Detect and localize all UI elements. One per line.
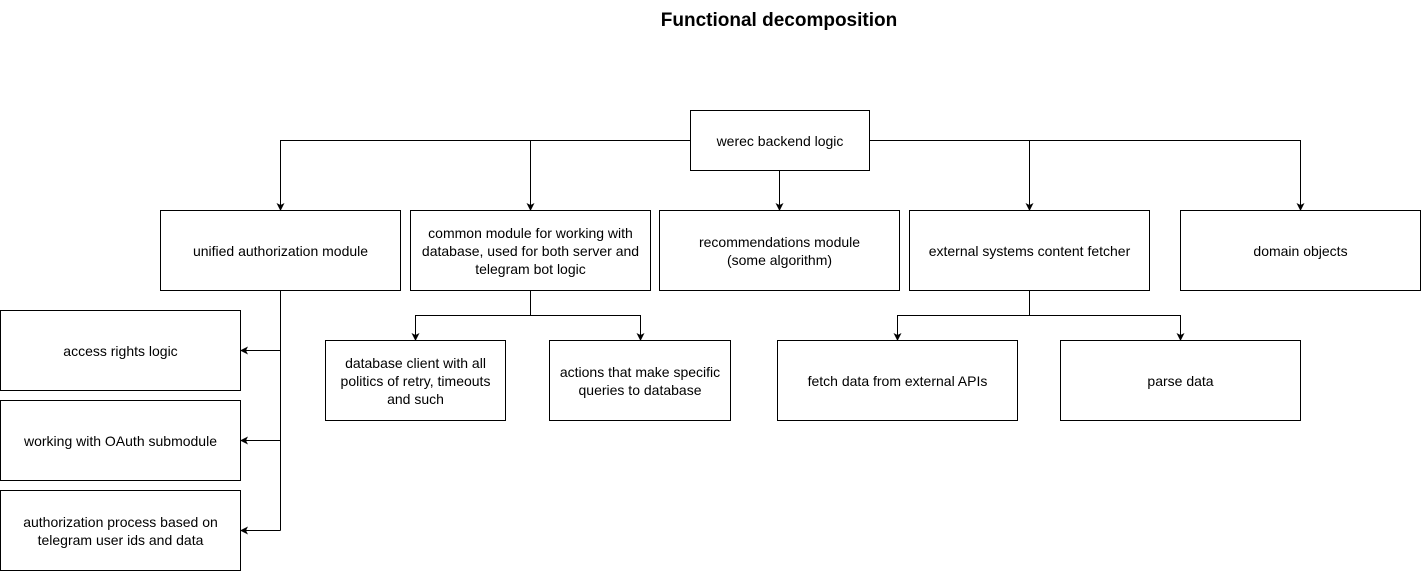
edge-root-to-auth bbox=[276, 140, 690, 211]
edge-root-to-domain bbox=[869, 140, 1305, 211]
submodule-label: working with OAuth submodule bbox=[24, 432, 217, 449]
module-label: domain objects bbox=[1253, 242, 1348, 259]
diagram-title: Functional decomposition bbox=[660, 10, 898, 31]
submodule-node-oauth: working with OAuth submodule bbox=[0, 400, 241, 481]
submodule-label: database client with all politics of ret… bbox=[340, 354, 491, 407]
module-node-db: common module for working with database,… bbox=[410, 210, 651, 291]
module-label: unified authorization module bbox=[192, 242, 369, 259]
submodule-label: parse data bbox=[1147, 372, 1214, 389]
submodule-node-db-queries: actions that make specific queries to da… bbox=[549, 340, 731, 421]
submodule-node-telegram-auth: authorization process based on telegram … bbox=[0, 490, 241, 571]
submodule-label: fetch data from external APIs bbox=[807, 372, 988, 389]
submodule-label: actions that make specific queries to da… bbox=[559, 363, 721, 398]
submodule-label: authorization process based on telegram … bbox=[23, 513, 218, 548]
submodule-label: access rights logic bbox=[63, 342, 178, 359]
root-node: werec backend logic bbox=[690, 110, 870, 171]
module-node-recs: recommendations module (some algorithm) bbox=[659, 210, 900, 291]
edge-db-trunk bbox=[411, 291, 531, 341]
submodule-node-db-client: database client with all politics of ret… bbox=[325, 340, 506, 421]
module-node-auth: unified authorization module bbox=[160, 210, 401, 291]
module-label: common module for working with database,… bbox=[421, 224, 640, 277]
module-node-domain: domain objects bbox=[1180, 210, 1421, 291]
edge-db-to-queries bbox=[530, 315, 645, 341]
submodule-node-fetch-apis: fetch data from external APIs bbox=[777, 340, 1018, 421]
submodule-node-access-rights: access rights logic bbox=[0, 310, 241, 391]
edge-fetcher-trunk bbox=[893, 291, 1030, 341]
module-node-fetcher: external systems content fetcher bbox=[909, 210, 1150, 291]
edge-fetcher-to-parse bbox=[1029, 315, 1185, 341]
module-label: recommendations module (some algorithm) bbox=[698, 233, 861, 268]
submodule-node-parse-data: parse data bbox=[1060, 340, 1301, 421]
root-node-label: werec backend logic bbox=[716, 132, 844, 149]
module-label: external systems content fetcher bbox=[928, 242, 1131, 259]
